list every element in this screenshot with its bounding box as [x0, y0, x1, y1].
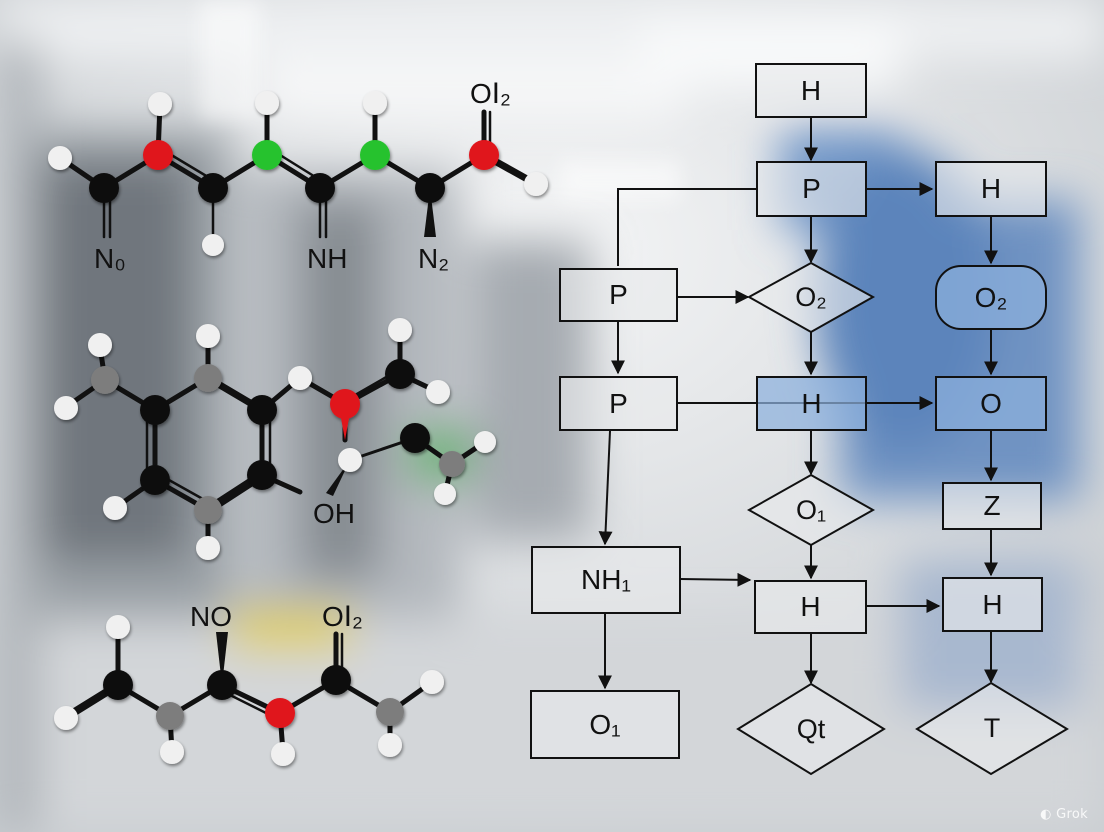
flow-node-o1-rect: O₁	[530, 690, 680, 759]
flow-node-h-3: H	[756, 376, 867, 431]
flow-node-nh1: NH₁	[531, 546, 681, 614]
diamond-n5	[746, 261, 876, 334]
watermark-logo-icon: ◐	[1040, 807, 1052, 822]
diamond-n17	[915, 681, 1069, 776]
flow-node-o1-diamond: O₁	[795, 494, 827, 525]
atom-label-oh: OH	[313, 498, 355, 529]
atom-label-nh: NH	[307, 243, 348, 274]
atom-label-no: NO	[190, 601, 232, 632]
atom-label-oi2-top: OⅠ₂	[470, 78, 511, 109]
watermark: ◐ Grok	[1040, 807, 1088, 822]
diamond-n10	[746, 473, 876, 547]
flow-node-h-5: H	[942, 577, 1043, 632]
watermark-text: Grok	[1056, 807, 1088, 822]
flow-node-h-1: H	[755, 63, 867, 118]
atom-label-n2: N₂	[418, 243, 450, 274]
molecule-models	[48, 91, 548, 766]
edge-n2-n4	[617, 188, 756, 266]
flow-node-o2-pill: O₂	[935, 265, 1047, 330]
atom-label-oi2-bottom: OⅠ₂	[322, 601, 363, 632]
edge-n7-n12	[598, 430, 613, 546]
flow-node-p-2: P	[559, 268, 678, 322]
flow-node-h-2: H	[935, 161, 1047, 217]
flow-node-p-1: P	[756, 161, 867, 217]
molecule-ring-atoms	[54, 318, 496, 560]
flow-node-h-4: H	[754, 580, 867, 634]
molecule-chain-top-atoms	[48, 91, 548, 256]
flow-node-z: Z	[942, 482, 1042, 530]
flow-node-qt: Qt	[796, 713, 826, 744]
flow-node-t: T	[983, 713, 1001, 743]
flow-node-o2-diamond: O₂	[795, 282, 827, 312]
flow-node-p-3: P	[559, 376, 678, 431]
edge-n12-n13	[679, 572, 752, 587]
flow-node-o: O	[935, 376, 1047, 431]
molecule-chain-bottom-atoms	[54, 615, 444, 766]
diamond-n16	[736, 682, 886, 776]
atom-label-n0: N₀	[94, 243, 126, 274]
